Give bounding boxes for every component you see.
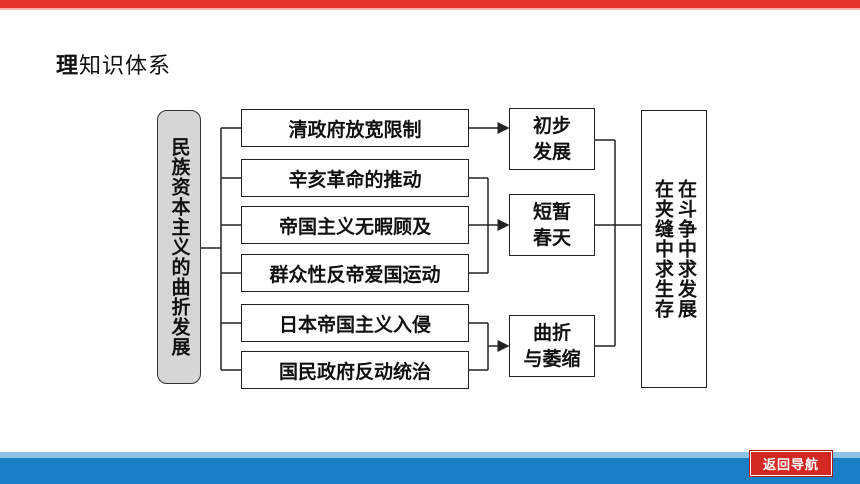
page-title: 理知识体系 <box>56 48 171 80</box>
cause-label: 清政府放宽限制 <box>288 118 422 141</box>
cause-label: 群众性反帝爱国运动 <box>269 263 441 286</box>
stage-box-1: 初步 发展 <box>509 108 595 170</box>
top-accent-bar <box>0 0 860 10</box>
cause-label: 国民政府反动统治 <box>278 360 431 383</box>
cause-box-5: 日本帝国主义入侵 <box>241 304 469 342</box>
cause-label: 辛亥革命的推动 <box>288 168 422 191</box>
summary-left-column: 在夹缝中求生存 <box>652 179 674 319</box>
stage-label: 曲折 与萎缩 <box>523 322 581 370</box>
stage-box-3: 曲折 与萎缩 <box>509 315 595 377</box>
bottom-accent-bar <box>0 452 860 484</box>
summary-box: 在斗争中求发展 在夹缝中求生存 <box>641 110 707 388</box>
root-topic-label: 民族资本主义的曲折发展 <box>168 137 191 357</box>
summary-right-column: 在斗争中求发展 <box>675 179 697 319</box>
cause-box-3: 帝国主义无暇顾及 <box>241 206 469 244</box>
cause-label: 帝国主义无暇顾及 <box>278 215 431 238</box>
cause-box-2: 辛亥革命的推动 <box>241 159 469 197</box>
stage-label: 初步 发展 <box>532 115 571 163</box>
root-topic-box: 民族资本主义的曲折发展 <box>157 110 201 384</box>
cause-box-1: 清政府放宽限制 <box>241 109 469 147</box>
page-title-first-char: 理 <box>56 54 80 79</box>
cause-box-4: 群众性反帝爱国运动 <box>241 254 469 292</box>
cause-label: 日本帝国主义入侵 <box>278 313 431 336</box>
stage-box-2: 短暂 春天 <box>509 194 595 256</box>
page-title-rest: 知识体系 <box>79 54 172 79</box>
stage-label: 短暂 春天 <box>532 201 571 249</box>
return-navigation-button[interactable]: 返回导航 <box>749 450 833 477</box>
cause-box-6: 国民政府反动统治 <box>241 351 469 389</box>
